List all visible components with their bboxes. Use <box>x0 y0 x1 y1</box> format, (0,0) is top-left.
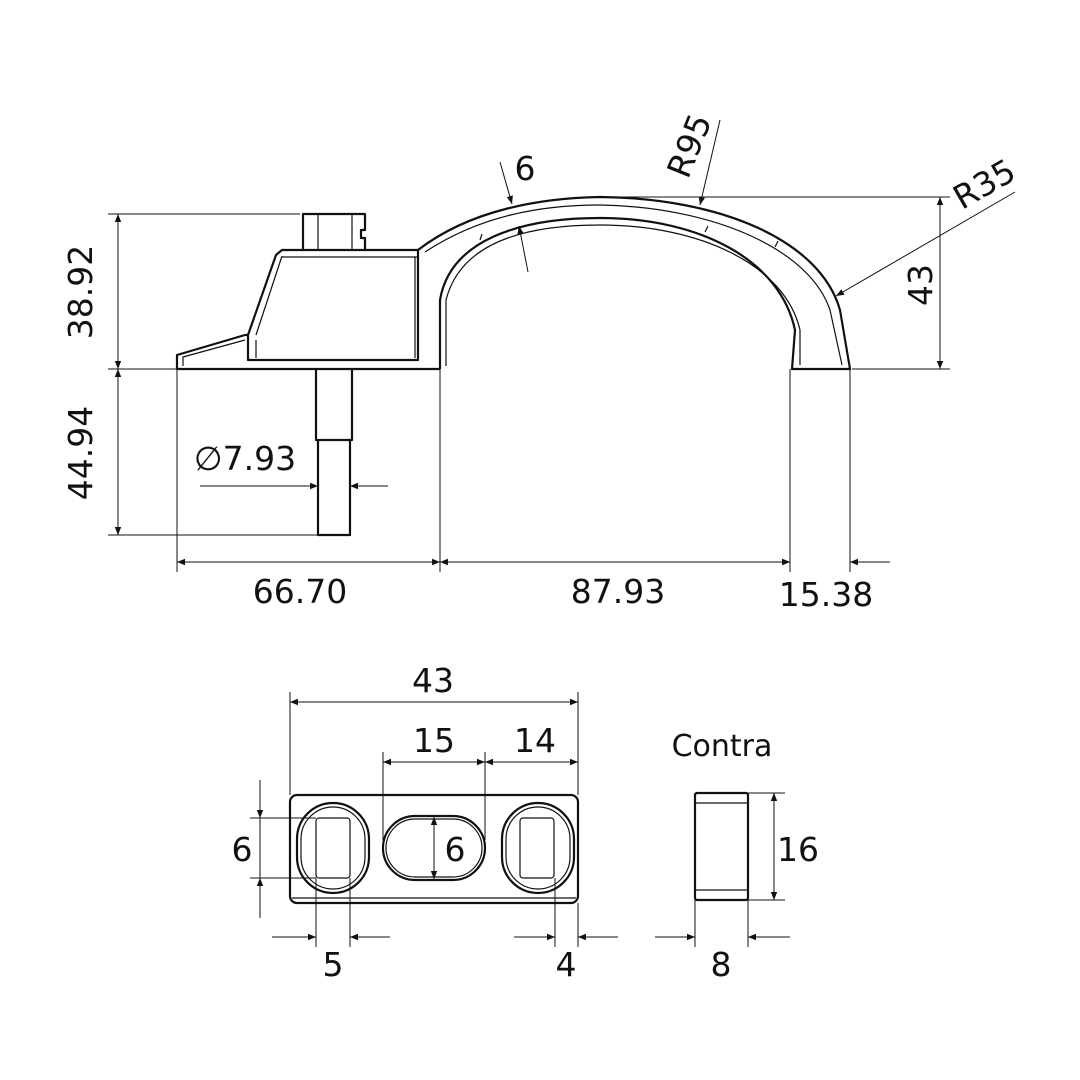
side-view-dimensions: 38.92 44.94 ∅7.93 66.70 87.93 15.38 43 R… <box>61 108 1022 614</box>
contra-label: Contra <box>672 729 773 764</box>
dim-radius-large: R95 <box>659 108 719 183</box>
plate-view-dimensions: 43 15 14 6 6 5 4 <box>232 661 618 984</box>
dim-contra-width: 8 <box>711 945 732 984</box>
dim-left-height: 6 <box>232 830 253 869</box>
dim-right-margin: 4 <box>556 945 577 984</box>
dim-right: 15.38 <box>779 575 873 614</box>
dim-arch-height: 43 <box>901 264 940 306</box>
dim-left-slot: 5 <box>323 945 344 984</box>
dim-thickness: 6 <box>515 149 536 188</box>
dim-height-bottom: 44.94 <box>61 406 100 500</box>
dim-slot-height: 6 <box>445 830 466 869</box>
dim-height-top: 38.92 <box>61 245 100 339</box>
strike-plate-view <box>288 793 580 905</box>
dim-diameter: ∅7.93 <box>194 439 296 478</box>
dim-left: 66.70 <box>253 572 347 611</box>
handle-side-view <box>175 195 852 537</box>
contra-view: Contra 16 8 <box>655 729 819 984</box>
dim-slot-width: 15 <box>413 721 455 760</box>
dim-middle: 87.93 <box>571 572 665 611</box>
dim-slot-offset: 14 <box>514 721 556 760</box>
dim-plate-width: 43 <box>412 661 454 700</box>
dim-contra-height: 16 <box>777 830 819 869</box>
dim-radius-small: R35 <box>946 151 1022 217</box>
